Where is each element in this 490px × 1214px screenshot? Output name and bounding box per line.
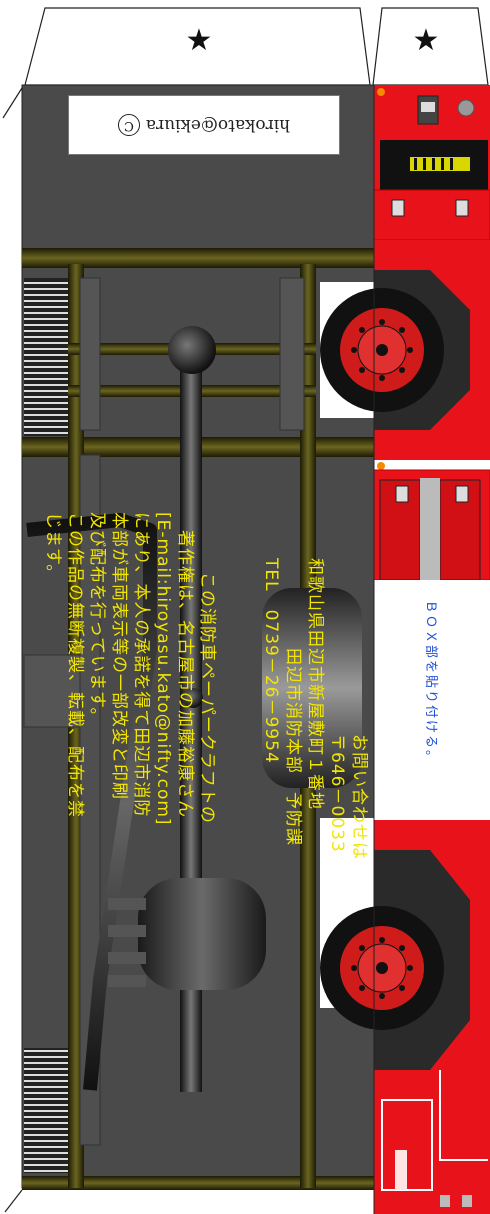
contact-block: お問い合わせは 〒646－0033 和歌山県田辺市新屋敷町１番地 田辺市消防本部… — [260, 558, 370, 860]
credit-line: 本部が車両表示等の一部改変と印刷 — [109, 512, 129, 800]
credit-line: この消防車ペーパークラフトの — [197, 572, 217, 824]
star-icon: ★ — [185, 23, 213, 58]
box-note: ＢＯＸ部を貼り付ける。 — [423, 600, 438, 766]
credit-block: この消防車ペーパークラフトの 著作権は、名古屋市の加藤裕康さん [E-mail:… — [42, 512, 218, 826]
star-icon: ★ — [412, 23, 440, 58]
credit-line: じます。 — [43, 512, 63, 583]
copyright-symbol: C — [117, 114, 140, 136]
credit-line: にあり、本人の承諾を得て田辺市消防 — [131, 512, 151, 818]
contact-line: お問い合わせは — [349, 734, 369, 860]
credit-line: [E-mail:hiroyasu.kato@nifty.com] — [153, 512, 173, 826]
copyright-label: hirokato@ekiura C — [68, 95, 340, 155]
contact-line: 和歌山県田辺市新屋敷町１番地 — [305, 558, 325, 810]
contact-line: TEL 0739－26－9954 — [261, 558, 281, 764]
credit-line: 著作権は、名古屋市の加藤裕康さん — [175, 530, 195, 818]
credit-line: この作品の無断複製、転載、配布を禁 — [65, 512, 85, 818]
contact-line: 田辺市消防本部 予防課 — [283, 648, 303, 846]
contact-line: 〒646－0033 — [327, 734, 347, 853]
credit-line: 及び配布を行っています。 — [87, 512, 107, 726]
copyright-text: hirokato@ekiura — [145, 115, 291, 135]
